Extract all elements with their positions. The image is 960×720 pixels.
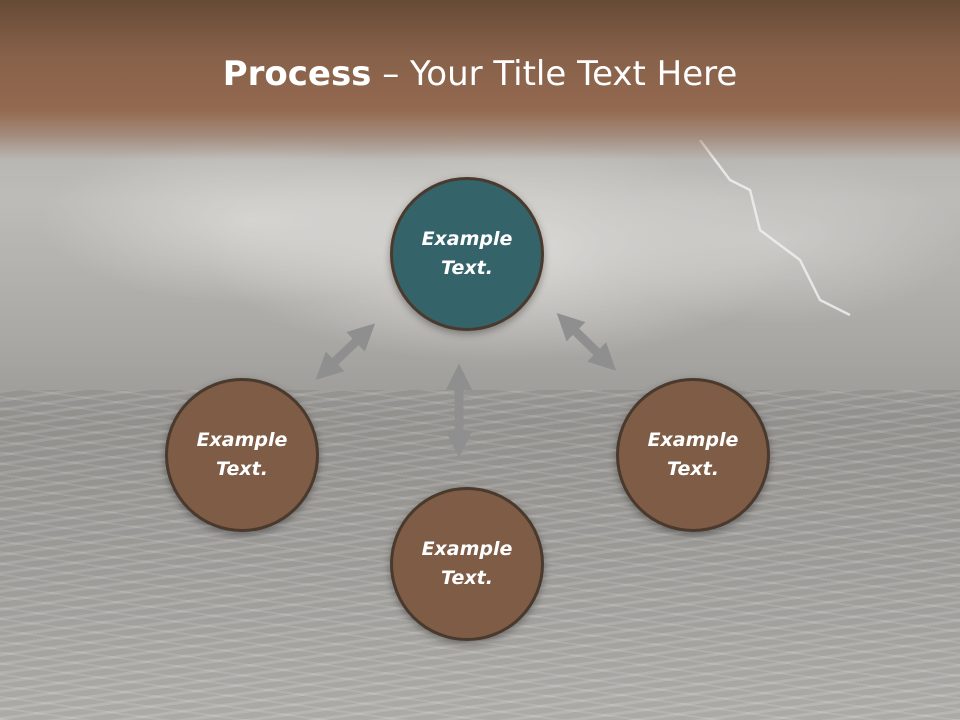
process-node-right[interactable]: Example Text. [616, 378, 770, 532]
node-left-text: Example Text. [196, 429, 288, 480]
process-node-bottom[interactable]: Example Text. [390, 487, 544, 641]
title-band [0, 0, 960, 160]
title-bold-part: Process [222, 54, 372, 94]
node-right-text: Example Text. [647, 429, 739, 480]
node-bottom-text: Example Text. [421, 538, 513, 589]
node-top-text: Example Text. [421, 228, 513, 279]
slide-title[interactable]: Process – Your Title Text Here [0, 52, 960, 96]
process-node-left[interactable]: Example Text. [165, 378, 319, 532]
title-rest-part: – Your Title Text Here [371, 54, 738, 94]
arrow-top-left [315, 323, 376, 380]
process-node-top[interactable]: Example Text. [390, 177, 544, 331]
arrow-top-right [556, 312, 617, 371]
lightning-bolt-decoration [699, 140, 851, 317]
